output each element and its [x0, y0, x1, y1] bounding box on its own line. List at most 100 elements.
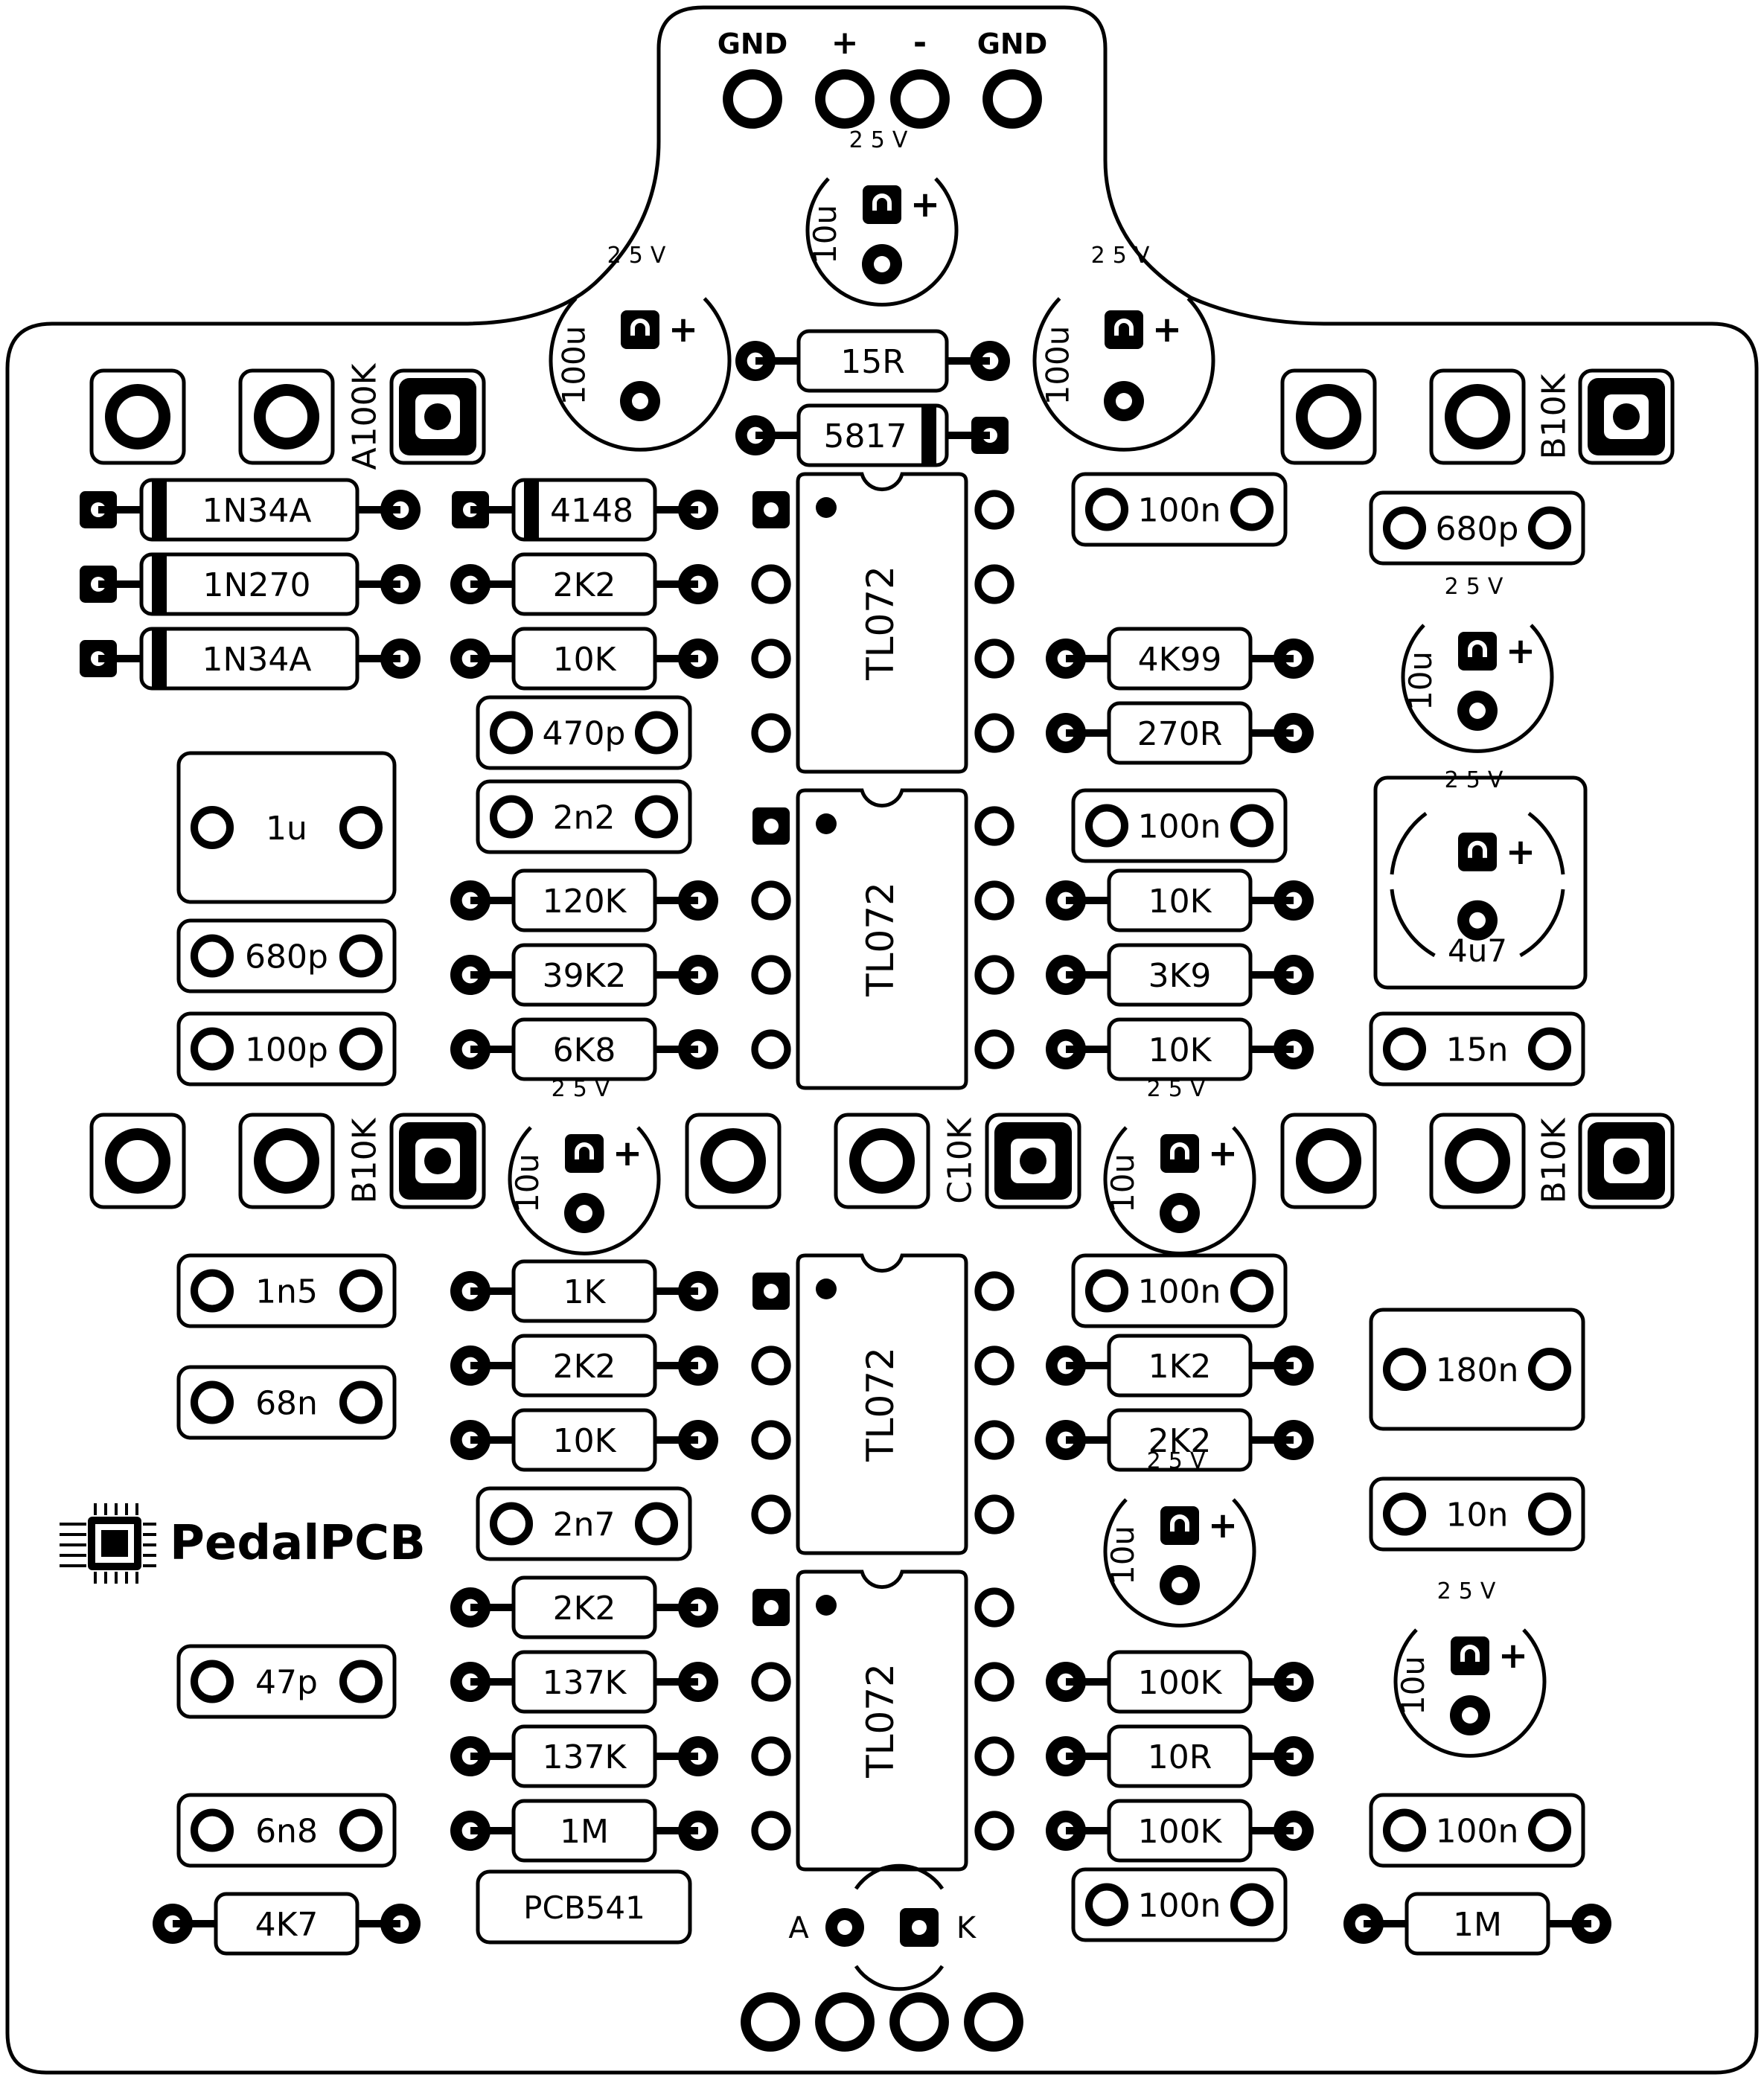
film-cap-16: 10n — [1369, 1476, 1585, 1552]
film-cap-16-pad-1 — [1382, 1492, 1427, 1536]
pot-b10k-mid-left: B10K — [89, 1113, 486, 1209]
ic-tl072-3-pin-1 — [752, 1273, 790, 1310]
resistor-20-label: 100K — [1138, 1664, 1223, 1702]
elcap-4u7-plus: + — [1506, 831, 1535, 873]
elcap-100u-right-positive-pad — [1105, 310, 1143, 349]
ic-tl072-2-pin-3 — [751, 955, 791, 995]
ic-tl072-2-pin-8 — [974, 806, 1014, 846]
resistor-15: 137K — [450, 1650, 718, 1714]
film-cap-16-pad-2 — [1527, 1492, 1572, 1536]
ic-tl072-3-pin-6 — [974, 1420, 1014, 1460]
film-cap-3: 2n2 — [476, 779, 692, 854]
elcap-10u-top-value: 10u — [807, 205, 843, 264]
ic-tl072-3-pin-4 — [751, 1494, 791, 1535]
film-cap-18-label: 100n — [1138, 1887, 1221, 1925]
power-pad-2 — [890, 69, 950, 129]
elcap-10u-right-top-voltage: 25V — [1445, 574, 1511, 600]
ic-tl072-1-pin-6 — [974, 639, 1014, 679]
diode-1n34a-1-label: 1N34A — [202, 492, 312, 530]
film-cap-13-label: 6n8 — [255, 1813, 318, 1851]
ic-tl072-3-label: TL072 — [859, 1347, 902, 1462]
film-cap-6-pad-1 — [190, 1027, 234, 1071]
film-cap-9: 1n5 — [176, 1253, 397, 1328]
power-header: GND + - GND — [718, 24, 1048, 62]
resistors: 15R2K210K120K39K26K84K99270R10K3K910K1K2… — [153, 329, 1611, 1956]
film-cap-13-pad-1 — [190, 1808, 234, 1852]
elcap-10u-lower-positive-pad — [1160, 1506, 1199, 1545]
diode-1n34a-1: 1N34A — [80, 478, 421, 542]
film-cap-9-pad-2 — [339, 1269, 383, 1313]
resistor-5-label: 6K8 — [553, 1031, 616, 1069]
resistor-0-label: 15R — [840, 343, 905, 381]
film-cap-6-label: 100p — [245, 1031, 328, 1069]
film-cap-1-label: 680p — [1436, 511, 1519, 548]
film-cap-7-label: 100n — [1138, 808, 1221, 846]
resistor-2: 10K — [450, 627, 718, 691]
elcap-100u-left-value: 100u — [556, 326, 592, 406]
film-cap-4-pad-2 — [339, 805, 383, 850]
elcap-10u-mid-left-voltage: 25V — [552, 1076, 618, 1102]
film-cap-11: 2n7 — [476, 1486, 692, 1561]
film-cap-17: 100n — [1369, 1793, 1585, 1868]
film-cap-11-pad-2 — [634, 1502, 679, 1546]
film-cap-6-pad-2 — [339, 1027, 383, 1071]
led-cathode-label: K — [956, 1911, 977, 1945]
film-cap-10: 68n — [176, 1365, 397, 1440]
jack-pad-3 — [964, 1992, 1023, 2052]
film-cap-15-pad-2 — [1527, 1347, 1572, 1392]
ic-tl072-3: TL072 — [751, 1253, 1014, 1555]
power-label-gnd-1: GND — [718, 28, 788, 60]
ic-tl072-1-pin1-dot — [816, 497, 837, 518]
resistor-3: 120K — [450, 868, 718, 932]
film-cap-8-pad-2 — [1527, 1027, 1572, 1071]
resistor-23-label: 4K7 — [255, 1906, 319, 1944]
film-cap-14-pad-1 — [1084, 1269, 1129, 1313]
film-cap-2-pad-1 — [489, 711, 534, 755]
elcap-10u-bottom-right-negative-pad — [1450, 1695, 1490, 1735]
board-outline — [5, 5, 1759, 2075]
film-cap-9-label: 1n5 — [255, 1273, 318, 1311]
ic-tl072-2-label: TL072 — [859, 882, 902, 997]
resistor-10-label: 10K — [1148, 1031, 1212, 1069]
power-pads — [723, 69, 1042, 129]
ic-tl072-3-pin-8 — [974, 1271, 1014, 1311]
ic-tl072-4-label: TL072 — [859, 1663, 902, 1779]
ic-tl072-1-pin-8 — [974, 490, 1014, 530]
elcap-10u-mid-right-plus: + — [1208, 1133, 1238, 1174]
film-cap-10-pad-1 — [190, 1380, 234, 1424]
elcap-10u-mid-left-plus: + — [613, 1133, 642, 1174]
diode-4148-label: 4148 — [550, 492, 633, 530]
resistor-6-label: 4K99 — [1138, 641, 1222, 679]
film-cap-4-label: 1u — [266, 810, 307, 848]
resistor-21-label: 10R — [1148, 1738, 1212, 1776]
resistor-19: 2K2 — [1046, 1408, 1314, 1472]
film-cap-11-pad-1 — [489, 1502, 534, 1546]
ic-tl072-2: TL072 — [751, 788, 1014, 1090]
elcap-4u7-voltage: 25V — [1445, 767, 1511, 793]
ic-tl072-2-pin-5 — [974, 1029, 1014, 1069]
film-cap-1: 680p — [1369, 490, 1585, 566]
resistor-16-label: 137K — [543, 1738, 627, 1776]
resistor-6: 4K99 — [1046, 627, 1314, 691]
diode-5817: 5817 — [735, 403, 1009, 467]
film-cap-9-pad-1 — [190, 1269, 234, 1313]
elcap-10u-mid-right-positive-pad — [1160, 1134, 1199, 1173]
resistor-23: 4K7 — [153, 1892, 421, 1956]
resistor-2-label: 10K — [553, 641, 617, 679]
resistor-24: 1M — [1343, 1892, 1611, 1956]
ic-tl072-4-pin-2 — [751, 1662, 791, 1702]
resistor-4: 39K2 — [450, 943, 718, 1007]
film-cap-13-pad-2 — [339, 1808, 383, 1852]
resistor-1-label: 2K2 — [553, 566, 616, 604]
film-cap-16-label: 10n — [1446, 1497, 1509, 1535]
power-pad-1 — [815, 69, 875, 129]
ic-tl072-1-pin-1 — [752, 491, 790, 528]
elcap-10u-mid-right-voltage: 25V — [1147, 1076, 1213, 1102]
